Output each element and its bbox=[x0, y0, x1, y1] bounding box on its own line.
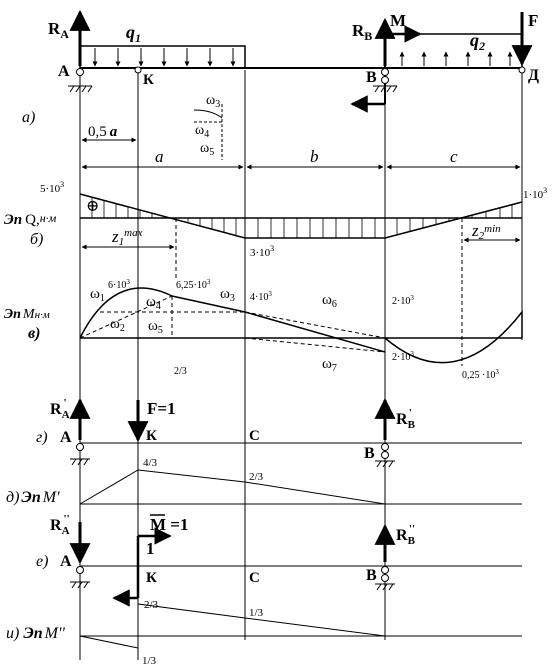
unit-force-point-C: С bbox=[249, 428, 260, 444]
row-label-g: г) bbox=[36, 429, 48, 446]
unit-force-point-B: В bbox=[364, 445, 375, 462]
moment-value-5: 2·103 bbox=[392, 350, 414, 363]
shear-line bbox=[79, 193, 523, 239]
z1max-label: z1max bbox=[111, 227, 143, 248]
moment-value-1: 6·103 bbox=[108, 278, 130, 291]
q2-load-box bbox=[384, 33, 523, 69]
moment-omega4: ω4 bbox=[146, 294, 161, 312]
unit-moment-point-C: С bbox=[249, 570, 260, 586]
moment-double-prime-line bbox=[79, 603, 386, 649]
span-c-label: c bbox=[450, 147, 458, 166]
omega5-sketch-label: ω5 bbox=[200, 141, 214, 158]
row-label-b: б) bbox=[30, 231, 43, 248]
q1-label: q1 bbox=[126, 22, 141, 45]
RB-double-prime-label: RB'' bbox=[396, 523, 416, 547]
support-A bbox=[68, 68, 93, 93]
omega-sketch-curve bbox=[193, 109, 223, 119]
unit-force-point-A: А bbox=[60, 429, 72, 446]
q2-load-arrows bbox=[399, 51, 513, 66]
RA-double-prime-label: RA'' bbox=[50, 513, 70, 537]
moment-value-3: 4·103 bbox=[250, 290, 272, 303]
point-K-marker bbox=[134, 66, 142, 74]
moment-double-prime-value-3: 1/3 bbox=[142, 655, 157, 667]
moment-omega6: ω6 bbox=[322, 292, 337, 310]
RB-prime-label: RB' bbox=[396, 407, 416, 431]
shear-plus-sign: ⊕ bbox=[86, 198, 99, 215]
point-B-label: В bbox=[366, 69, 377, 86]
row-label-a: а) bbox=[22, 109, 35, 126]
q1-load-box bbox=[79, 45, 246, 69]
omega3-sketch-label: ω3 bbox=[206, 93, 220, 110]
moment-value-6: 0,25 ·103 bbox=[462, 368, 499, 381]
F-label: F bbox=[528, 11, 538, 30]
unit-moment-point-A: А bbox=[60, 553, 72, 570]
shear-mid-value: 3·103 bbox=[250, 244, 274, 259]
shear-right-value: 1·103 bbox=[523, 186, 547, 201]
z2min-label: z2min bbox=[471, 221, 501, 242]
point-K-label: К bbox=[143, 72, 154, 88]
moment-two-thirds: 2/3 bbox=[174, 366, 187, 377]
point-D-marker bbox=[518, 66, 526, 74]
moment-prime-value-1: 4/3 bbox=[143, 457, 158, 469]
q1-load-arrows bbox=[92, 48, 236, 67]
unit-moment-scheme: RA'' RB'' M =1 1 А К С В е) bbox=[36, 513, 522, 607]
support-A-unit-force bbox=[70, 443, 90, 466]
moment-double-prime-value-2: 1/3 bbox=[249, 607, 264, 619]
M-label: M bbox=[390, 11, 406, 30]
moment-double-prime-value-1: 2/3 bbox=[144, 599, 159, 611]
moment-omega5: ω5 bbox=[148, 318, 163, 336]
RA-label: RA bbox=[48, 19, 69, 41]
row-label-v: в) bbox=[28, 325, 40, 342]
unit-force-label: F=1 bbox=[147, 399, 176, 418]
row-label-e: е) bbox=[36, 553, 48, 570]
support-A-unit-moment bbox=[70, 566, 90, 589]
shear-hatch bbox=[91, 197, 513, 238]
moment-diagram: 6·103 6,25·103 4·103 2·103 2·103 0,25 ·1… bbox=[4, 278, 523, 381]
span-a-label: a bbox=[155, 147, 164, 166]
RB-label: RB bbox=[352, 21, 372, 43]
unit-moment-point-B: В bbox=[366, 567, 377, 584]
unit-moment-label: M =1 bbox=[150, 515, 188, 534]
omega4-sketch-label: ω4 bbox=[195, 123, 209, 140]
support-B bbox=[373, 68, 398, 93]
span-b-label: b bbox=[310, 147, 319, 166]
support-B-unit-force bbox=[375, 443, 395, 468]
point-D-label: Д bbox=[528, 67, 539, 84]
moment-prime-line bbox=[79, 469, 386, 505]
shear-left-value: 5·103 bbox=[40, 180, 64, 195]
moment-value-2: 6,25·103 bbox=[176, 278, 211, 291]
moment-curve-BD bbox=[384, 309, 523, 364]
unit-force-scheme: RA' RB' F=1 А К С В г) bbox=[36, 397, 522, 468]
moment-prime-value-2: 2/3 bbox=[249, 471, 264, 483]
moment-omega7: ω7 bbox=[322, 356, 337, 374]
moment-omega2: ω2 bbox=[110, 316, 125, 334]
unit-force-point-K: К bbox=[146, 428, 157, 444]
moment-omega1: ω1 bbox=[90, 286, 105, 304]
unit-moment-point-K: К bbox=[146, 570, 157, 586]
q2-label: q2 bbox=[470, 30, 485, 53]
unit-moment-one: 1 bbox=[146, 539, 155, 558]
point-A-label: А bbox=[58, 63, 70, 80]
RA-prime-label: RA' bbox=[50, 397, 70, 421]
moment-value-4: 2·103 bbox=[392, 294, 414, 307]
support-B-unit-moment bbox=[375, 566, 395, 591]
moment-omega3: ω3 bbox=[220, 286, 235, 304]
span-dimensions: a b c bbox=[81, 147, 521, 170]
